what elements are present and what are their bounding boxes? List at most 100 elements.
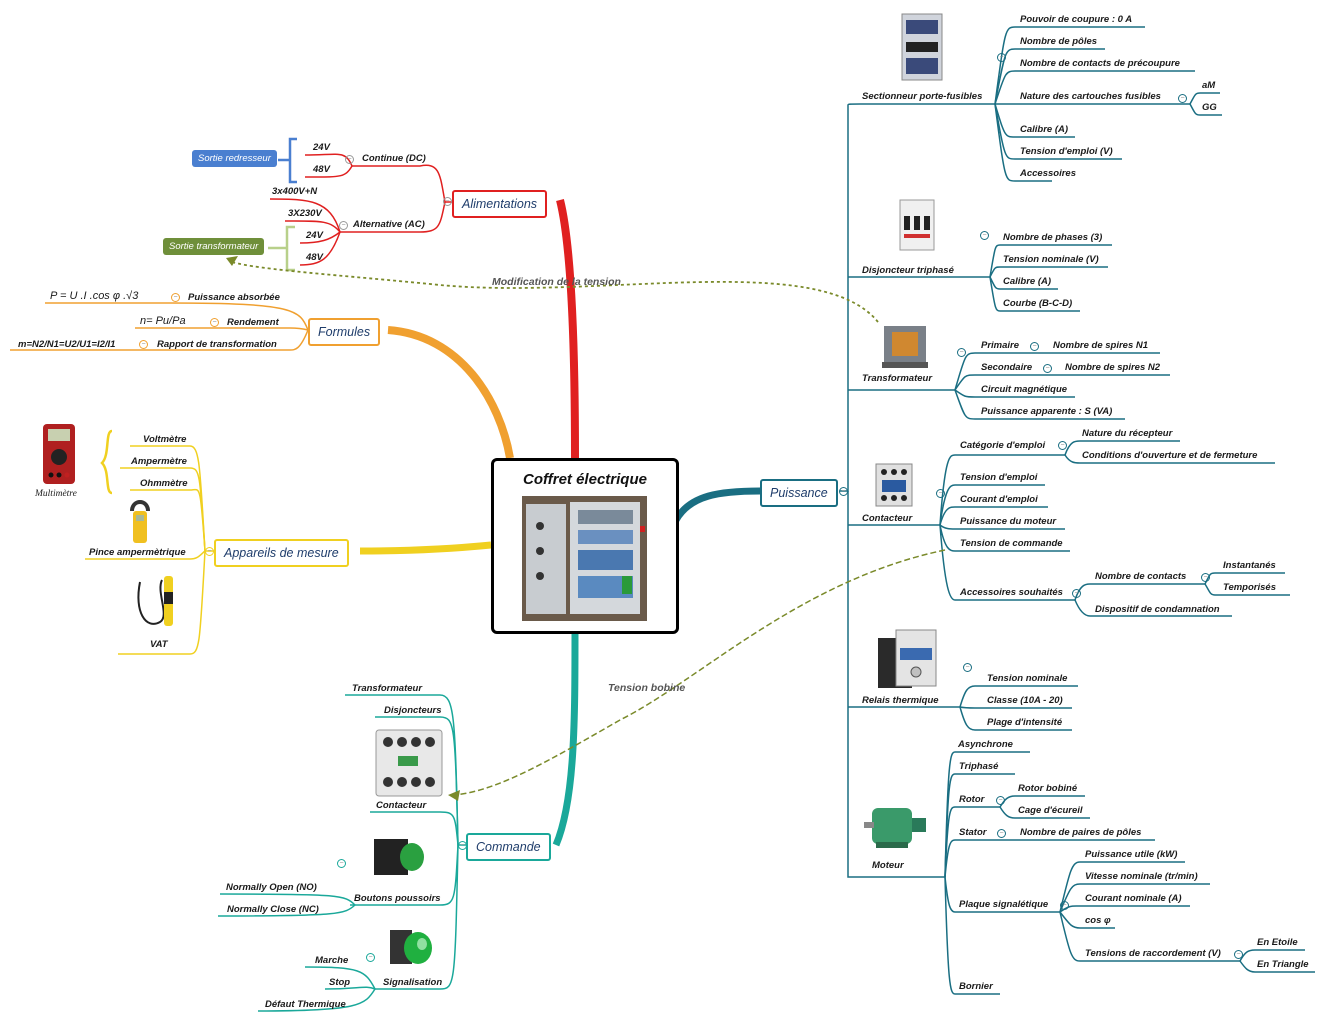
collapse-icon[interactable]: − — [997, 53, 1006, 62]
moteur-cage[interactable]: Cage d'écureil — [1018, 805, 1083, 816]
sectionneur-item[interactable]: Accessoires — [1020, 168, 1076, 179]
collapse-icon[interactable]: − — [171, 293, 180, 302]
ohmmetre[interactable]: Ohmmètre — [140, 478, 188, 489]
relais-item[interactable]: Plage d'intensité — [987, 717, 1063, 728]
transfo-puissance[interactable]: Puissance apparente : S (VA) — [981, 406, 1113, 417]
sectionneur-label[interactable]: Sectionneur porte-fusibles — [862, 91, 983, 102]
transfo-secondaire[interactable]: Secondaire — [981, 362, 1033, 373]
transfo-primaire[interactable]: Primaire — [981, 340, 1020, 351]
commande-transformateur[interactable]: Transformateur — [352, 683, 423, 694]
formule-puissance-name[interactable]: Puissance absorbée — [188, 292, 280, 303]
transfo-n2[interactable]: Nombre de spires N2 — [1065, 362, 1161, 373]
commande-nc[interactable]: Normally Close (NC) — [227, 904, 319, 915]
sectionneur-item[interactable]: Calibre (A) — [1020, 124, 1069, 135]
collapse-icon[interactable]: − — [1043, 364, 1052, 373]
relais-label[interactable]: Relais thermique — [862, 695, 939, 706]
collapse-icon[interactable]: − — [366, 953, 375, 962]
collapse-icon[interactable]: − — [957, 348, 966, 357]
plaque-item[interactable]: Puissance utile (kW) — [1085, 849, 1178, 860]
commande-signalisation[interactable]: Signalisation — [383, 977, 443, 988]
sectionneur-item[interactable]: Pouvoir de coupure : 0 A — [1020, 14, 1133, 25]
contacteur-label[interactable]: Contacteur — [862, 513, 913, 524]
commande-marche[interactable]: Marche — [315, 955, 349, 966]
formule-rendement-name[interactable]: Rendement — [227, 317, 279, 328]
collapse-icon[interactable]: − — [1201, 573, 1210, 582]
sectionneur-item[interactable]: Nature des cartouches fusibles — [1020, 91, 1161, 102]
alim-3x230[interactable]: 3X230V — [288, 208, 322, 219]
formule-rapport[interactable]: m=N2/N1=U2/U1=I2/I1 — [18, 339, 116, 350]
contacteur-nature[interactable]: Nature du récepteur — [1082, 428, 1173, 439]
alim-48v-ac[interactable]: 48V — [306, 252, 323, 263]
collapse-icon[interactable]: − — [339, 221, 348, 230]
contacteur-instantanes[interactable]: Instantanés — [1223, 560, 1276, 571]
moteur-triphase[interactable]: Triphasé — [959, 761, 999, 772]
collapse-icon[interactable]: − — [980, 231, 989, 240]
contacteur-conditions[interactable]: Conditions d'ouverture et de fermeture — [1082, 450, 1258, 461]
contacteur-nb-contacts[interactable]: Nombre de contacts — [1095, 571, 1187, 582]
collapse-icon[interactable]: − — [345, 155, 354, 164]
collapse-icon[interactable]: − — [1058, 441, 1067, 450]
contacteur-courant-emploi[interactable]: Courant d'emploi — [960, 494, 1038, 505]
commande-defaut[interactable]: Défaut Thermique — [265, 999, 346, 1010]
appareils-node[interactable]: Appareils de mesure — [214, 539, 349, 567]
collapse-icon[interactable]: − — [337, 859, 346, 868]
commande-disjoncteurs[interactable]: Disjoncteurs — [384, 705, 442, 716]
moteur-asynchrone[interactable]: Asynchrone — [958, 739, 1013, 750]
collapse-icon[interactable]: − — [996, 796, 1005, 805]
moteur-stator[interactable]: Stator — [959, 827, 987, 838]
collapse-icon[interactable]: − — [1030, 342, 1039, 351]
commande-node[interactable]: Commande — [466, 833, 551, 861]
collapse-icon[interactable]: − — [1060, 901, 1069, 910]
alim-3x400[interactable]: 3x400V+N — [272, 186, 318, 197]
commande-contacteur[interactable]: Contacteur — [376, 800, 427, 811]
alim-continue[interactable]: Continue (DC) — [362, 153, 426, 164]
collapse-icon[interactable]: − — [997, 829, 1006, 838]
disjoncteur-item[interactable]: Nombre de phases (3) — [1003, 232, 1103, 243]
contacteur-puissance-moteur[interactable]: Puissance du moteur — [960, 516, 1057, 527]
moteur-label[interactable]: Moteur — [872, 860, 904, 871]
plaque-item[interactable]: cos φ — [1085, 915, 1111, 926]
alim-alternative[interactable]: Alternative (AC) — [353, 219, 425, 230]
formule-puissance[interactable]: P = U .I .cos φ .√3 — [50, 290, 139, 302]
moteur-plaque[interactable]: Plaque signalétique — [959, 899, 1049, 910]
alimentations-node[interactable]: Alimentations — [452, 190, 548, 218]
fusible-am[interactable]: aM — [1202, 80, 1216, 91]
central-node[interactable]: Coffret électrique — [491, 458, 679, 634]
formules-node[interactable]: Formules — [308, 318, 381, 346]
contacteur-tension-emploi[interactable]: Tension d'emploi — [960, 472, 1038, 483]
vat[interactable]: VAT — [150, 639, 168, 650]
collapse-icon[interactable]: − — [963, 663, 972, 672]
sectionneur-item[interactable]: Nombre de contacts de précoupure — [1020, 58, 1180, 69]
collapse-icon[interactable]: − — [210, 318, 219, 327]
collapse-icon[interactable]: − — [1178, 94, 1187, 103]
formule-rapport-name[interactable]: Rapport de transformation — [157, 339, 277, 350]
transformateur-label[interactable]: Transformateur — [862, 373, 933, 384]
multimetre[interactable]: Multimètre — [35, 489, 77, 499]
moteur-triangle[interactable]: En Triangle — [1257, 959, 1309, 970]
contacteur-condamnation[interactable]: Dispositif de condamnation — [1095, 604, 1220, 615]
disjoncteur-item[interactable]: Courbe (B-C-D) — [1003, 298, 1073, 309]
collapse-icon[interactable]: − — [205, 547, 214, 556]
alim-48v-dc[interactable]: 48V — [313, 164, 330, 175]
pince-amperemetrique[interactable]: Pince ampermètrique — [89, 547, 186, 558]
puissance-node[interactable]: Puissance — [760, 479, 838, 507]
disjoncteur-item[interactable]: Calibre (A) — [1003, 276, 1052, 287]
commande-boutons[interactable]: Boutons poussoirs — [354, 893, 441, 904]
collapse-icon[interactable]: − — [1072, 589, 1081, 598]
voltmetre[interactable]: Voltmètre — [143, 434, 187, 445]
moteur-rotor-bobine[interactable]: Rotor bobiné — [1018, 783, 1078, 794]
moteur-etoile[interactable]: En Etoile — [1257, 937, 1298, 948]
moteur-tensions[interactable]: Tensions de raccordement (V) — [1085, 948, 1221, 959]
collapse-icon[interactable]: − — [458, 841, 467, 850]
disjoncteur-label[interactable]: Disjoncteur triphasé — [862, 265, 954, 276]
collapse-icon[interactable]: − — [839, 487, 848, 496]
sectionneur-item[interactable]: Nombre de pôles — [1020, 36, 1098, 47]
commande-stop[interactable]: Stop — [329, 977, 351, 988]
collapse-icon[interactable]: − — [139, 340, 148, 349]
moteur-rotor[interactable]: Rotor — [959, 794, 985, 805]
commande-no[interactable]: Normally Open (NO) — [226, 882, 317, 893]
moteur-paires[interactable]: Nombre de paires de pôles — [1020, 827, 1142, 838]
collapse-icon[interactable]: − — [443, 197, 452, 206]
collapse-icon[interactable]: − — [936, 489, 945, 498]
fusible-gg[interactable]: GG — [1202, 102, 1217, 113]
